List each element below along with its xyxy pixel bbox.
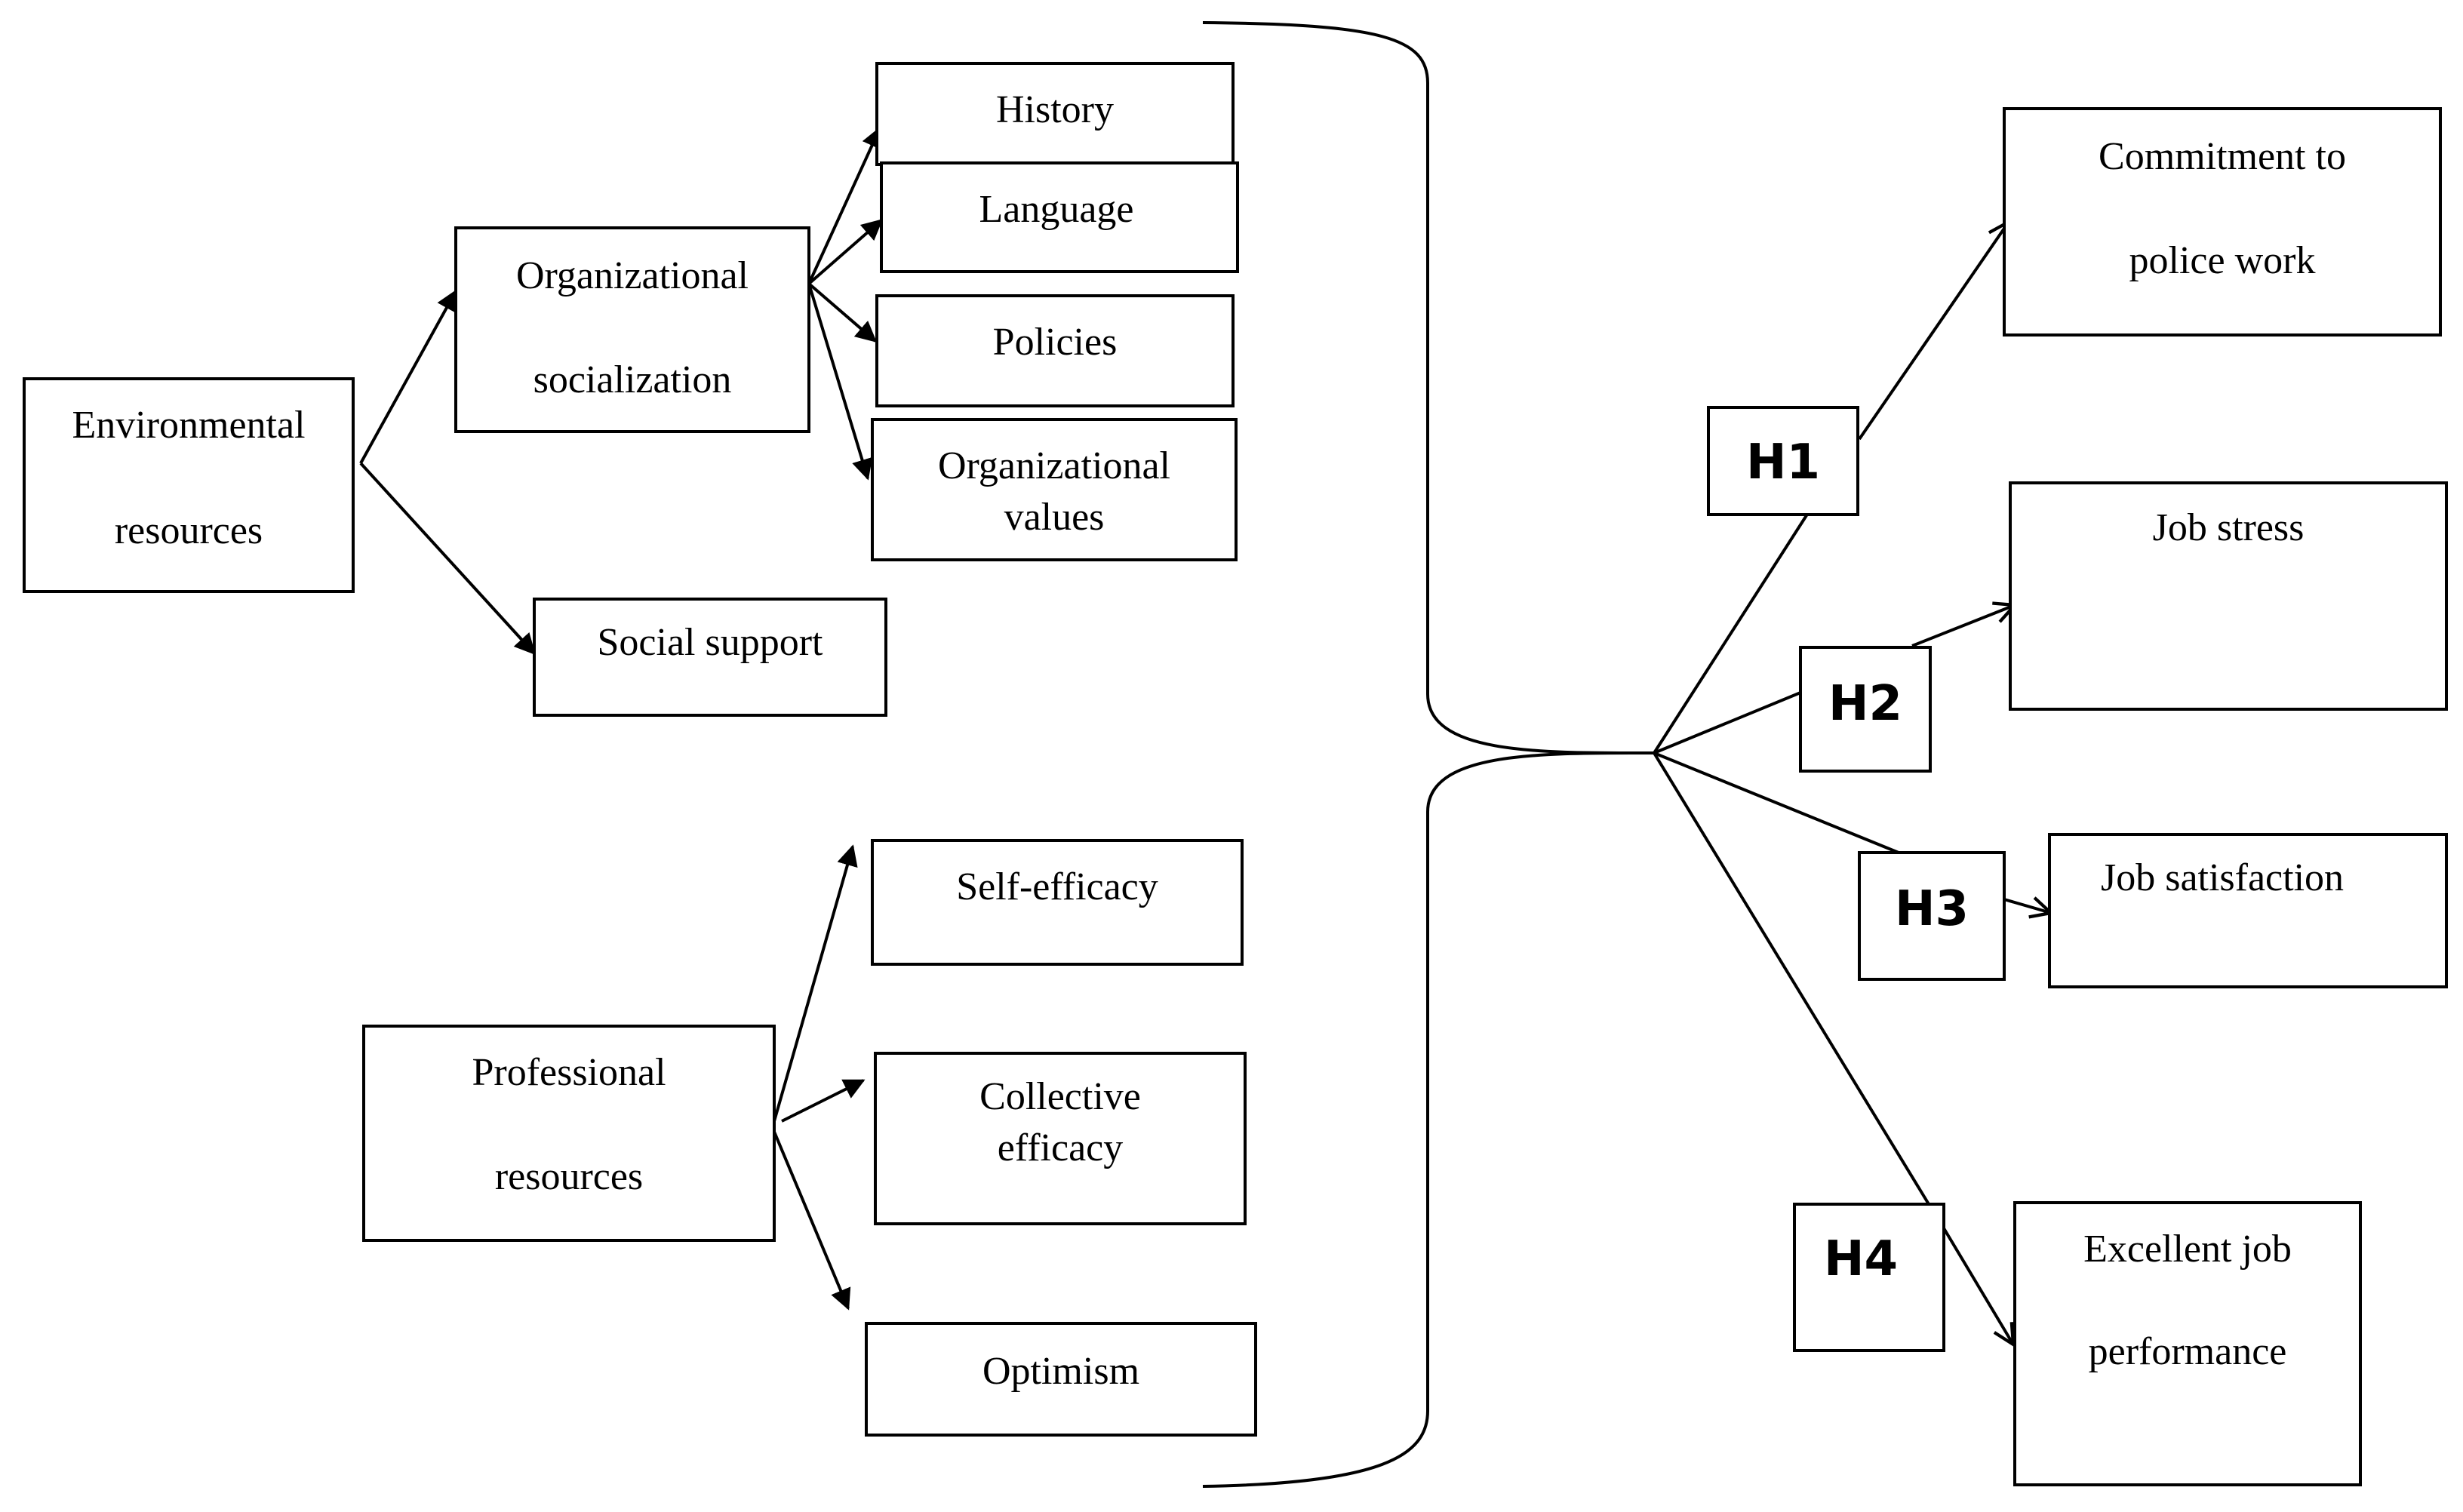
h4-label: H4 [1824,1231,1898,1287]
line-to-h3 [1653,751,1899,854]
grouping-brace [1202,21,1655,1488]
job-stress-label: Job stress [2153,506,2305,549]
organizational-socialization-box: Organizational socialization [454,226,810,433]
h3-label: H3 [1895,881,1969,937]
environmental-resources-box: Environmental resources [23,377,355,593]
commitment-line1: Commitment to [2099,135,2346,178]
collective-efficacy-box: Collective efficacy [874,1052,1247,1225]
right-connectors [1653,222,2051,1345]
optimism-label: Optimism [982,1350,1139,1393]
self-efficacy-label: Self-efficacy [956,865,1158,908]
collective-efficacy-line2: efficacy [998,1126,1123,1169]
brace-upper [1202,21,1655,755]
organizational-values-box: Organizational values [871,418,1238,561]
social-support-label: Social support [598,621,824,664]
professional-resources-line2: resources [495,1155,643,1198]
line-to-h4 [1653,751,1930,1206]
organizational-values-line1: Organizational [938,444,1170,487]
brace-lower [1202,751,1655,1488]
arrow-prof-to-optimism [773,1131,851,1311]
excellent-performance-line1: Excellent job [2083,1228,2292,1271]
h4-box: H4 [1793,1203,1945,1352]
arrow-h1-to-commitment [1858,222,2009,441]
collective-efficacy-line1: Collective [979,1075,1141,1118]
h2-label: H2 [1828,676,1902,732]
environmental-resources-line1: Environmental [72,404,305,447]
h2-box: H2 [1799,646,1932,773]
policies-label: Policies [993,321,1118,364]
excellent-performance-box: Excellent job performance [2013,1201,2362,1486]
line-to-h1 [1653,512,1810,754]
h3-box: H3 [1858,851,2006,981]
arrow-orgsoc-to-policies [807,282,878,343]
arrow-env-to-social-support [359,462,536,656]
arrow-orgsoc-to-orgvalues [807,283,873,481]
organizational-socialization-line2: socialization [533,358,732,401]
arrow-orgsoc-to-history [807,126,882,284]
policies-box: Policies [875,294,1235,407]
arrow-prof-to-collective-efficacy [781,1079,866,1123]
job-stress-box: Job stress [2009,481,2448,711]
history-label: History [996,88,1114,131]
h1-box: H1 [1707,406,1859,516]
arrow-prof-to-self-efficacy [773,844,858,1122]
language-label: Language [979,188,1133,231]
language-box: Language [880,161,1239,273]
environmental-resources-line2: resources [115,509,263,552]
arrow-h3-to-job-satisfaction [2003,899,2051,913]
arrow-h4-to-excellent-performance [1942,1227,2013,1345]
excellent-performance-line2: performance [2089,1330,2287,1373]
commitment-box: Commitment to police work [2003,107,2442,337]
job-satisfaction-label: Job satisfaction [2101,856,2344,899]
arrow-env-to-orgsoc [359,289,457,464]
h1-label: H1 [1746,435,1820,490]
social-support-box: Social support [533,598,887,717]
organizational-socialization-line1: Organizational [516,254,749,297]
line-to-h2 [1653,691,1801,754]
organizational-values-line2: values [1004,496,1105,539]
arrow-h2-to-job-stress [1911,605,2015,647]
professional-resources-line1: Professional [472,1051,666,1094]
history-box: History [875,62,1235,166]
commitment-line2: police work [2129,239,2316,282]
left-connectors [359,126,884,1311]
job-satisfaction-box: Job satisfaction [2048,833,2448,988]
professional-resources-box: Professional resources [362,1025,776,1242]
self-efficacy-box: Self-efficacy [871,839,1244,966]
optimism-box: Optimism [865,1322,1257,1437]
arrow-orgsoc-to-language [807,219,884,285]
